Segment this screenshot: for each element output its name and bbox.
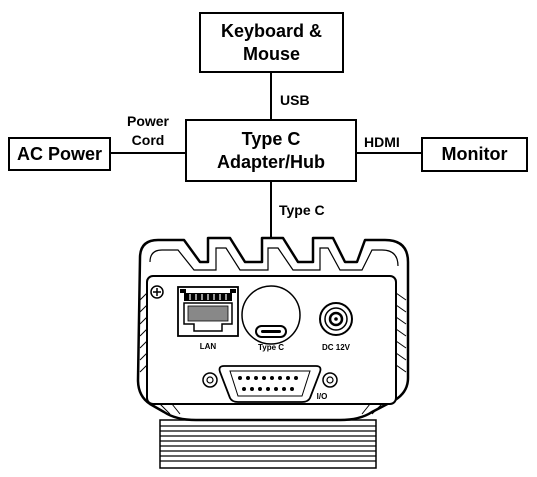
screw-right-icon (322, 372, 338, 388)
power-cord-line (110, 152, 186, 154)
side-bevel (139, 292, 407, 415)
lens-thread (159, 419, 377, 469)
hub-line2: Adapter/Hub (217, 151, 325, 172)
lan-port-label: LAN (200, 342, 217, 351)
ac-power-box: AC Power (8, 137, 111, 171)
type-c-cable-label: Type C (279, 202, 325, 218)
io-port-label: I/O (317, 392, 328, 401)
hub-line1: Type C (241, 128, 301, 149)
io-connector-icon (218, 365, 322, 403)
monitor-label: Monitor (441, 144, 508, 164)
screw-left-icon (202, 372, 218, 388)
ac-power-label: AC Power (16, 143, 103, 164)
hdmi-label: HDMI (364, 134, 400, 150)
type-c-port-label: Type C (258, 343, 284, 352)
circle-plus-icon (150, 285, 164, 299)
power-label-line1: Power (126, 113, 169, 129)
monitor-box: Monitor (421, 137, 528, 172)
lan-port-icon (177, 286, 239, 337)
hdmi-line (356, 152, 422, 154)
power-cord-label: Power Cord (118, 112, 178, 150)
keyboard-mouse-box: Keyboard & Mouse (199, 12, 344, 73)
dc-jack-icon (319, 302, 353, 336)
usb-label: USB (280, 92, 310, 108)
keyboard-mouse-line2: Mouse (242, 43, 300, 64)
keyboard-hub-line (270, 72, 272, 120)
power-label-line2: Cord (131, 132, 165, 148)
dc-port-label: DC 12V (322, 343, 351, 352)
keyboard-mouse-line1: Keyboard & (220, 20, 323, 41)
type-c-port-icon (241, 285, 301, 345)
